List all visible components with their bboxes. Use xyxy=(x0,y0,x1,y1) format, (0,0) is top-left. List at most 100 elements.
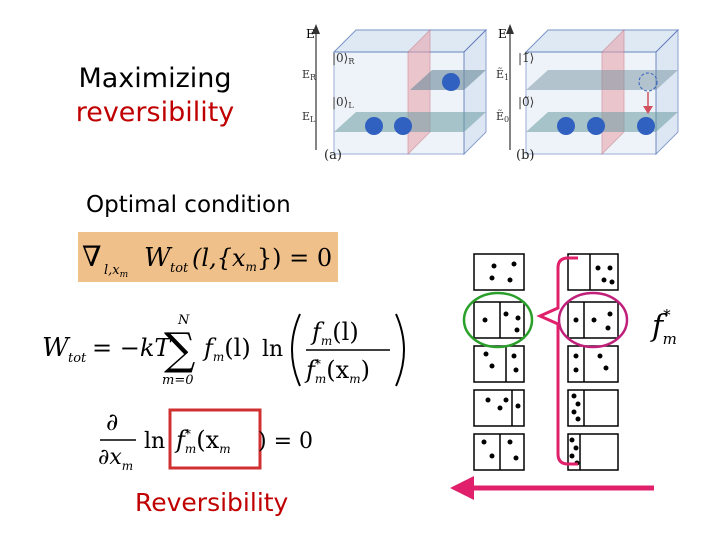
wtot-equation: W tot = −kT N ∑ m=0 fm(l) ln fm(l) f*m(x… xyxy=(42,313,405,388)
dot xyxy=(491,263,497,269)
dot xyxy=(591,317,597,323)
particle-b-1 xyxy=(557,117,575,135)
state-label-0L: |0⟩L xyxy=(332,95,354,110)
box-side-a xyxy=(463,28,487,156)
wtot-lhs: W xyxy=(42,333,71,363)
box-left-2 xyxy=(473,301,525,339)
sum-symbol: ∑ xyxy=(164,324,195,375)
wtot-subscript: tot xyxy=(170,261,189,276)
dot xyxy=(511,353,517,359)
wtot-args: (l,{xm}) = 0 xyxy=(192,244,332,274)
dot xyxy=(503,311,509,317)
box-right-5 xyxy=(567,433,619,471)
partial-equation: ∂ ∂xm ln f*m(xm ) = 0 xyxy=(98,408,313,473)
dot xyxy=(601,277,607,283)
box-right-1 xyxy=(567,253,619,291)
box-left-4 xyxy=(473,389,525,427)
dot xyxy=(489,363,495,369)
box-right-2 xyxy=(567,301,619,339)
dot xyxy=(507,277,513,283)
dot xyxy=(605,325,611,331)
gradient-highlight xyxy=(78,232,338,282)
particle-b-3 xyxy=(637,117,655,135)
dot xyxy=(489,453,495,459)
dot xyxy=(481,439,487,445)
dot xyxy=(569,437,575,443)
dot xyxy=(573,353,579,359)
dot xyxy=(503,397,509,403)
green-highlight-ellipse xyxy=(462,291,534,349)
dot xyxy=(489,275,495,281)
dot xyxy=(573,367,579,373)
level-label-EL: EL xyxy=(302,110,316,124)
dot xyxy=(507,439,513,445)
diagram-a: E ER EL |0⟩R |0⟩L (a) xyxy=(302,24,488,163)
title-line-2: reversibility xyxy=(75,97,235,128)
equals-zero: ) = 0 xyxy=(258,429,313,454)
box-top-b xyxy=(524,29,680,53)
dot xyxy=(515,403,521,409)
dot xyxy=(573,317,579,323)
state-label-1: |1̃⟩ xyxy=(518,51,534,65)
particle-a-3 xyxy=(394,117,412,135)
axis-label-b: E xyxy=(498,27,507,41)
dot xyxy=(485,397,491,403)
title-line-1: Maximizing xyxy=(78,63,232,94)
nabla-symbol: ∇ xyxy=(82,240,102,273)
dot xyxy=(575,401,581,407)
dot xyxy=(609,279,615,285)
box-left-1 xyxy=(473,253,525,291)
dot xyxy=(515,315,521,321)
dot xyxy=(514,327,520,333)
axis-label-a: E xyxy=(306,27,315,41)
box-right-3 xyxy=(567,345,619,383)
box-top-a xyxy=(332,29,488,53)
dot xyxy=(513,367,519,373)
box-left-5 xyxy=(473,433,525,471)
sum-upper: N xyxy=(177,313,190,328)
dot xyxy=(511,261,517,267)
magenta-highlight-ellipse xyxy=(557,291,629,349)
level-label-E0: Ẽ0 xyxy=(496,109,509,124)
energy-level-figure: E ER EL |0⟩R |0⟩L (a) E xyxy=(302,24,680,163)
dot xyxy=(597,353,603,359)
particle-a-1 xyxy=(442,73,460,91)
dot xyxy=(607,311,613,317)
dot xyxy=(595,265,601,271)
reversibility-arrowhead xyxy=(450,476,474,500)
dot xyxy=(571,393,577,399)
box-front-b xyxy=(525,51,657,155)
level-upper-b xyxy=(526,70,678,90)
paren-left xyxy=(291,313,301,387)
diagram-b: E Ẽ1 Ẽ0 |1̃⟩ |0̃⟩ (b) xyxy=(496,24,680,163)
fm-l: fm(l) xyxy=(202,334,251,364)
particle-a-2 xyxy=(365,117,383,135)
dot xyxy=(497,405,503,411)
caption-a: (a) xyxy=(324,148,342,163)
box-left-3 xyxy=(473,345,525,383)
red-bracket xyxy=(536,256,578,466)
level-label-ER: ER xyxy=(302,68,317,82)
minus-kT: = −kT xyxy=(92,334,172,362)
dot xyxy=(571,409,577,415)
box-side-b xyxy=(655,28,679,156)
ghost-particle-b xyxy=(638,72,658,92)
dot xyxy=(483,351,489,357)
partial-denominator: ∂xm xyxy=(98,445,133,473)
ln-operator: ln xyxy=(262,337,283,362)
optimal-condition-label: Optimal condition xyxy=(86,192,291,218)
axis-arrow-b xyxy=(506,24,514,34)
particle-b-2 xyxy=(587,117,605,135)
boxed-fm-star: f*m(xm xyxy=(174,426,231,456)
partial-numerator: ∂ xyxy=(106,408,118,436)
paren-right xyxy=(395,313,405,387)
dot xyxy=(603,365,609,371)
frac-denominator: f*m(xm) xyxy=(304,356,370,386)
partition-boxes-figure: f*m xyxy=(450,253,677,500)
partition-b xyxy=(601,29,625,155)
left-column xyxy=(473,253,525,471)
level-label-E1: Ẽ1 xyxy=(496,67,509,82)
sum-lower: m=0 xyxy=(162,373,194,388)
nabla-subscript: l,xm xyxy=(104,263,128,280)
frac-numerator: fm(l) xyxy=(310,318,359,348)
